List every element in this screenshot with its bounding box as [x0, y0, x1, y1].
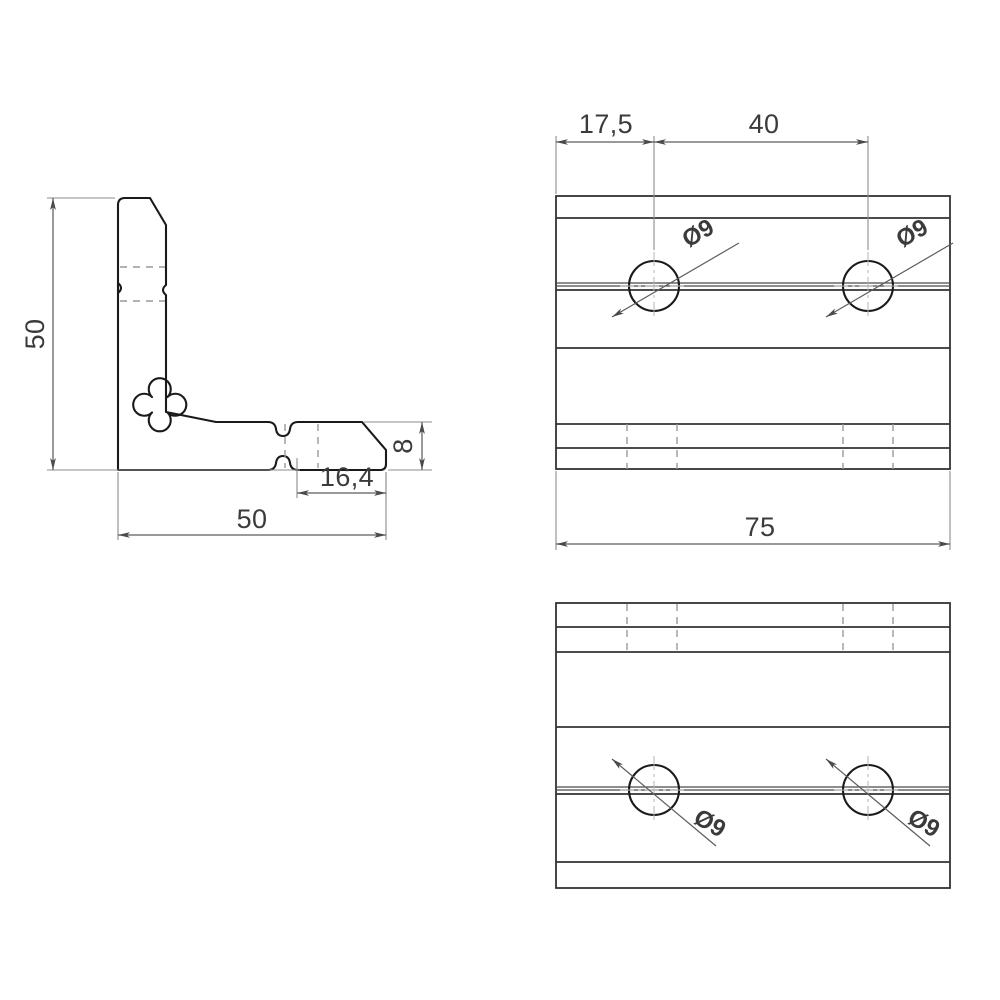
side-view-arm-notch-left	[116, 281, 123, 295]
bottom-view: Ø9 Ø9	[555, 602, 951, 889]
front-view-hole-2-leader	[825, 242, 954, 318]
bottom-view-hole-1-leader	[611, 758, 717, 847]
dim-label-thickness-8: 8	[388, 438, 418, 453]
front-view: Ø9 Ø9 17,5 40 75	[555, 109, 954, 550]
front-view-hole-1-label: Ø9	[678, 214, 719, 253]
bottom-view-outline	[555, 602, 951, 889]
front-view-outline	[555, 195, 951, 470]
dim-label-height-50: 50	[20, 319, 50, 350]
front-view-hole-2-label: Ø9	[892, 214, 933, 253]
side-section-view: 50 50 16,4 8	[20, 196, 432, 540]
bottom-view-hole-2-leader	[825, 758, 931, 847]
dim-label-detail-164: 16,4	[320, 462, 374, 492]
side-view-outline	[116, 196, 388, 472]
dim-label-40: 40	[749, 109, 780, 139]
bottom-view-hole-2-label: Ø9	[903, 804, 944, 843]
dim-label-75: 75	[745, 512, 776, 542]
dim-label-width-50: 50	[237, 504, 268, 534]
dim-label-175: 17,5	[579, 109, 633, 139]
bottom-view-hole-1-label: Ø9	[689, 804, 730, 843]
front-view-hole-1-leader	[611, 242, 740, 318]
cross-slot-hole	[132, 377, 188, 433]
